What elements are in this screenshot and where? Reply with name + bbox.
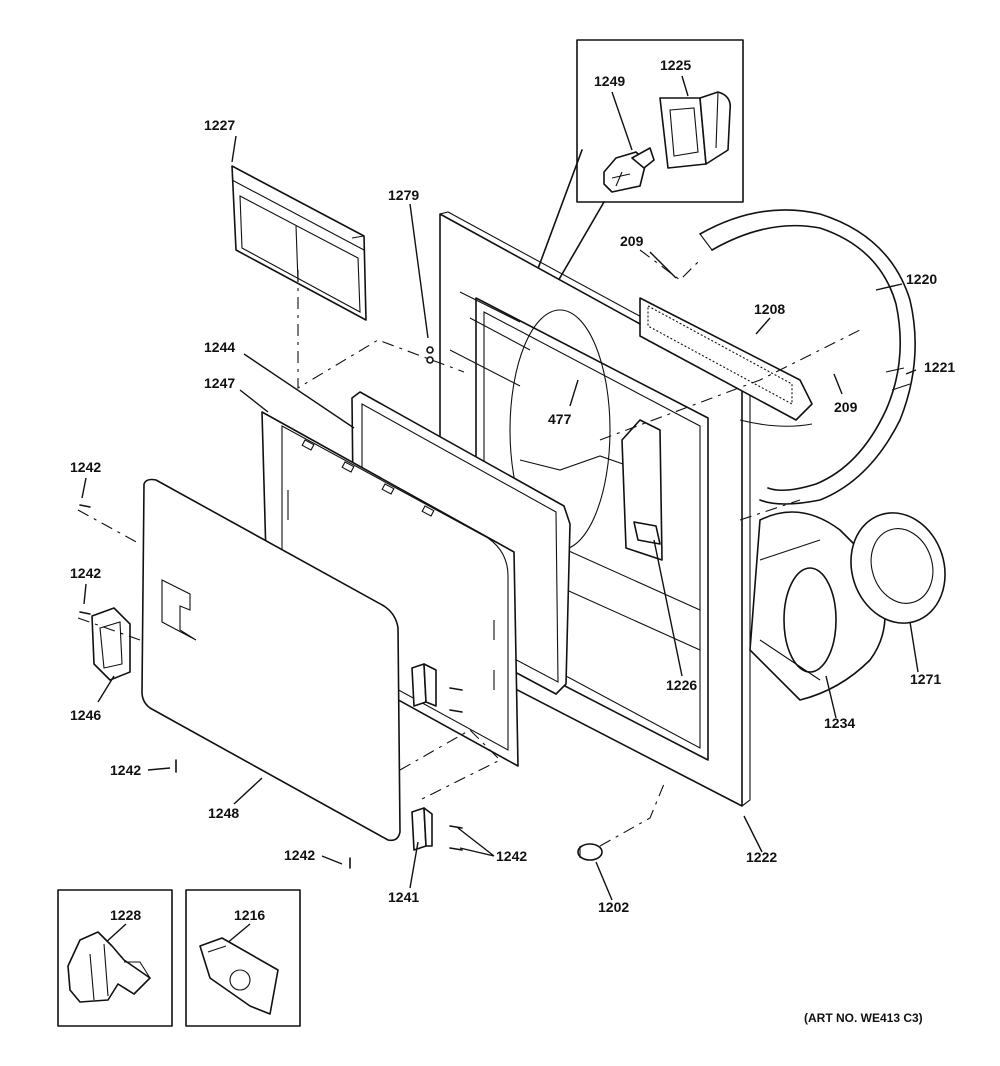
label-1279: 1279 <box>388 187 419 203</box>
label-1242-a: 1242 <box>70 459 101 475</box>
label-1271: 1271 <box>910 671 941 687</box>
part-1248-outer-door <box>141 478 401 842</box>
label-1225: 1225 <box>660 57 691 73</box>
screws-1242 <box>79 346 463 869</box>
label-209-right: 209 <box>834 399 858 415</box>
label-1228: 1228 <box>110 907 141 923</box>
assembly-dashed-lines <box>77 249 861 847</box>
label-1216: 1216 <box>234 907 265 923</box>
part-1271-blower-seal <box>850 512 946 624</box>
label-1226: 1226 <box>666 677 697 693</box>
label-1242-e: 1242 <box>496 848 527 864</box>
label-1208: 1208 <box>754 301 785 317</box>
label-1234: 1234 <box>824 715 855 731</box>
label-1220: 1220 <box>906 271 937 287</box>
label-1244: 1244 <box>204 339 235 355</box>
inset-box-1216 <box>185 889 301 1027</box>
part-1241-hinges <box>411 663 437 851</box>
label-1227: 1227 <box>204 117 235 133</box>
inset-box-1228 <box>57 889 173 1027</box>
inset-box-1249-1225 <box>489 39 744 399</box>
part-labels: 1227 1279 1249 1225 209 1220 1208 1221 2… <box>70 57 955 1025</box>
label-1242-c: 1242 <box>110 762 141 778</box>
label-1248: 1248 <box>208 805 239 821</box>
label-209-top: 209 <box>620 233 644 249</box>
part-1227-lint-filter <box>231 165 367 321</box>
part-1246-door-catch <box>91 607 131 681</box>
label-1247: 1247 <box>204 375 235 391</box>
label-1242-d: 1242 <box>284 847 315 863</box>
label-1222: 1222 <box>746 849 777 865</box>
label-1241: 1241 <box>388 889 419 905</box>
label-1246: 1246 <box>70 707 101 723</box>
part-1220-drum-seal <box>639 209 916 505</box>
leader-lines <box>81 75 919 945</box>
label-1242-b: 1242 <box>70 565 101 581</box>
part-1202-knob <box>577 843 603 861</box>
label-1249: 1249 <box>594 73 625 89</box>
label-1202: 1202 <box>598 899 629 915</box>
label-1221: 1221 <box>924 359 955 375</box>
art-number: (ART NO. WE413 C3) <box>804 1011 923 1025</box>
label-477: 477 <box>548 411 572 427</box>
